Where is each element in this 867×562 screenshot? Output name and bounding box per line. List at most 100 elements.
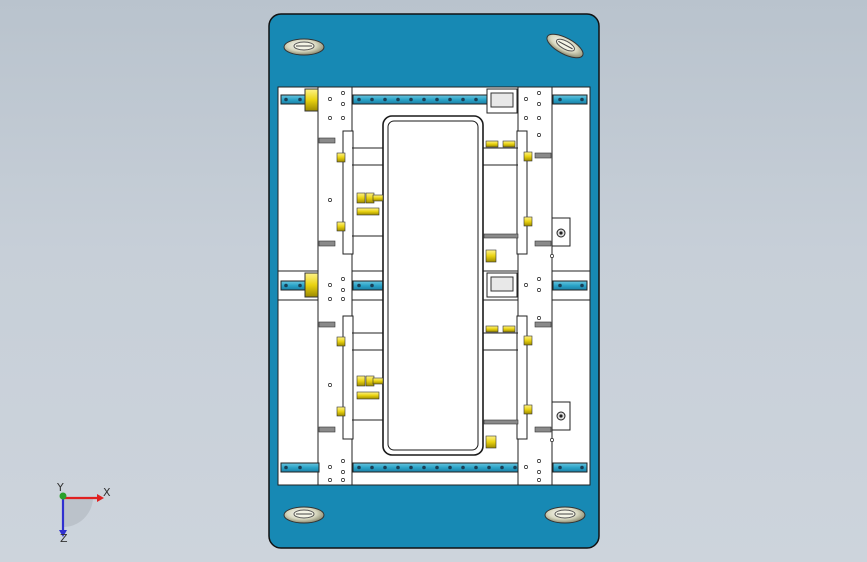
rail-bolt (500, 465, 504, 470)
frame-hole (341, 470, 345, 474)
x-arrow-icon (97, 494, 104, 502)
rail-bolt (298, 97, 302, 102)
rail-bolt (383, 465, 387, 470)
screw-bottom-left (283, 506, 325, 524)
yellow-clamp-part (356, 192, 366, 204)
frame-hole (537, 102, 541, 106)
workpiece[interactable] (382, 115, 484, 456)
yellow-clamp-part (523, 216, 533, 227)
frame-hole (328, 478, 332, 482)
rail-bolt (370, 465, 374, 470)
axis-triad[interactable]: X Y Z (56, 481, 111, 545)
frame-hole (341, 91, 345, 95)
rail-bolt (580, 283, 584, 288)
rail-bolt (513, 465, 517, 470)
frame-hole (537, 91, 541, 95)
screw-top-left (283, 38, 325, 56)
rail-bolt (383, 97, 387, 102)
frame-hole (550, 254, 554, 258)
rail-bolt (396, 97, 400, 102)
x-axis-label: X (103, 486, 111, 499)
yellow-clamp-part (336, 221, 346, 232)
yellow-clamp-part (485, 249, 497, 263)
frame-hole (328, 297, 332, 301)
rail-bolt (461, 97, 465, 102)
rail-bolt (357, 97, 361, 102)
rail-bolt (558, 283, 562, 288)
yellow-clamp-part (485, 325, 499, 333)
rail-bolt (435, 465, 439, 470)
rail-bolt (284, 97, 288, 102)
frame-hole (328, 198, 332, 202)
rail-bolt (357, 465, 361, 470)
y-axis-dot-icon (59, 492, 67, 500)
frame-holes (328, 91, 554, 482)
frame-hole (341, 478, 345, 482)
rail-bolt (284, 465, 288, 470)
frame-hole (524, 465, 528, 469)
yellow-clamp-part (523, 151, 533, 162)
rail-bolt (558, 465, 562, 470)
rail-bolt (284, 283, 288, 288)
frame-hole (341, 116, 345, 120)
yellow-clamp-part (336, 406, 346, 417)
yellow-clamp-part (372, 194, 384, 202)
yellow-clamp-part (485, 140, 499, 148)
rail-bolt (422, 97, 426, 102)
rail-bolt (461, 465, 465, 470)
screw-bottom-right (544, 506, 586, 524)
rail-bolt (422, 465, 426, 470)
frame-hole (341, 277, 345, 281)
rail-bolt (298, 283, 302, 288)
rail-bolt (370, 97, 374, 102)
frame-hole (537, 116, 541, 120)
rail-bolt (580, 97, 584, 102)
rail-bolt (448, 97, 452, 102)
rail-bolt (409, 465, 413, 470)
guide-rails[interactable] (280, 94, 588, 473)
frame-hole (341, 297, 345, 301)
yellow-clamps[interactable] (336, 140, 533, 449)
rail-bolt (474, 465, 478, 470)
yellow-clamp-part (336, 152, 346, 163)
yellow-clamp-part (336, 336, 346, 347)
y-axis-label: Y (56, 481, 64, 494)
frame-hole (537, 133, 541, 137)
frame-hole (537, 478, 541, 482)
z-arrow-icon (59, 530, 67, 537)
rail-bolt (474, 97, 478, 102)
rail-bolt (448, 465, 452, 470)
frame-hole (328, 283, 332, 287)
rail-bolt (357, 283, 361, 288)
yellow-clamp-part (356, 375, 366, 387)
yellow-clamp-part (502, 140, 516, 148)
yellow-clamp-part (523, 335, 533, 346)
frame-hole (524, 283, 528, 287)
yellow-clamp-part (356, 391, 380, 400)
rail-bottom-right[interactable] (552, 462, 588, 473)
rail-bolt (298, 465, 302, 470)
rail-blocks[interactable] (304, 88, 518, 298)
rail-bolt (580, 465, 584, 470)
frame-hole (341, 102, 345, 106)
yellow-clamp-part (485, 435, 497, 449)
rail-bolt (396, 465, 400, 470)
rail-mid-right[interactable] (552, 280, 588, 291)
screw-top-right (546, 33, 584, 59)
yellow-clamp-part (372, 377, 384, 385)
rail-bolts (284, 97, 584, 470)
z-axis-label: Z (60, 532, 68, 545)
frame-hole (537, 459, 541, 463)
rail-bolt (409, 97, 413, 102)
side-brackets[interactable] (551, 217, 571, 431)
rail-top-right[interactable] (552, 94, 588, 105)
rail-bolt (370, 283, 374, 288)
corner-screws (283, 33, 586, 524)
frame-hole (328, 116, 332, 120)
frame-hole (341, 288, 345, 292)
frame-hole (537, 288, 541, 292)
frame-hole (550, 438, 554, 442)
gray-rods (318, 137, 552, 433)
frame-hole (524, 116, 528, 120)
